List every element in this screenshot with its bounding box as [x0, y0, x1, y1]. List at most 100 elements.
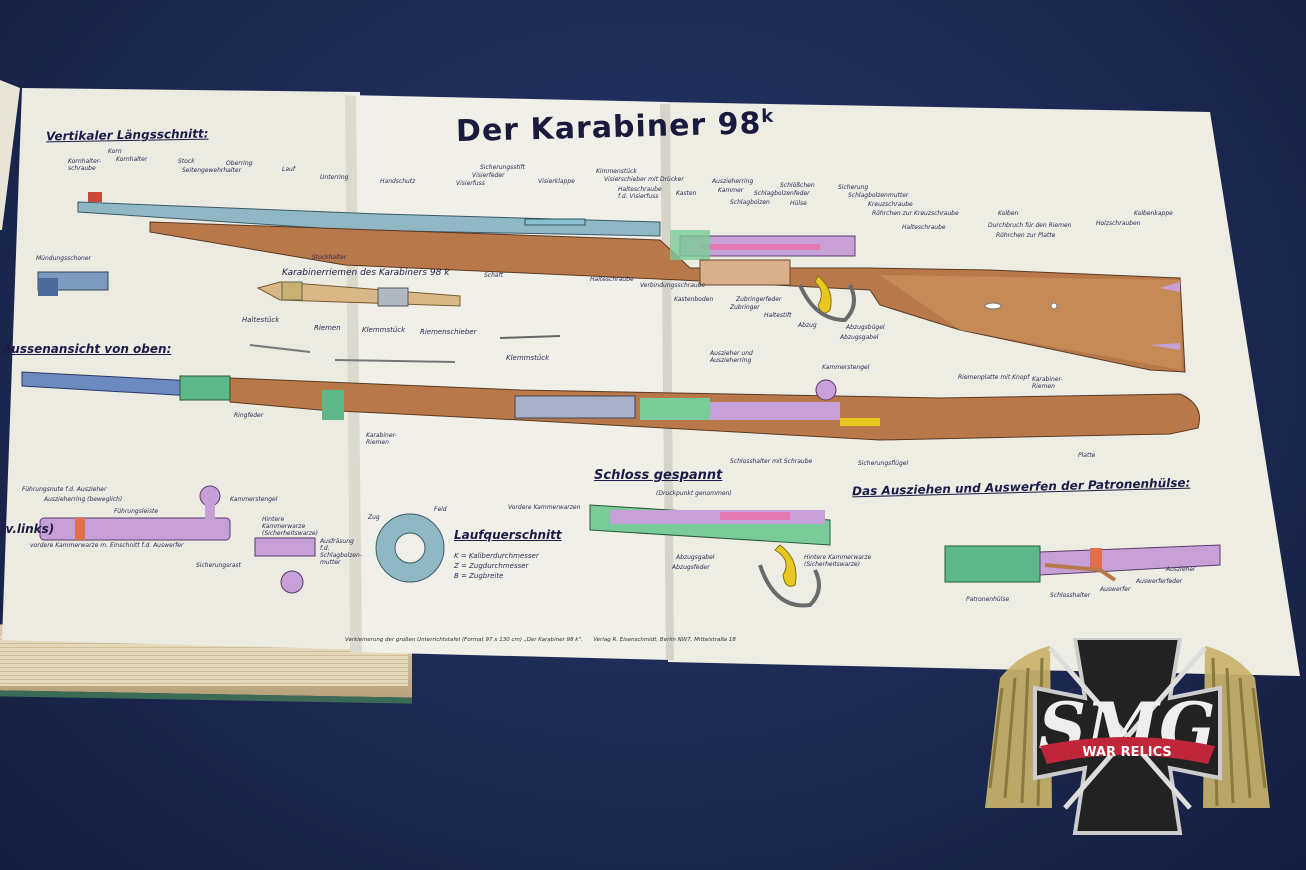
- label-auszieher: Auszieher und Auszieherring: [710, 350, 753, 364]
- label-abzugsgabel: Abzugsgabel: [840, 334, 879, 341]
- barrel-cross-section: [375, 513, 445, 583]
- cocked-bolt-diagram: [589, 504, 831, 608]
- label-roehrchen-kreuz: Röhrchen zur Kreuzschraube: [872, 210, 959, 217]
- label-karabinerriemen: Karabiner-Riemen: [366, 432, 397, 446]
- left-book-page: [0, 80, 20, 230]
- label-visierfeder: Visierfeder: [472, 172, 505, 179]
- label-schloesschen: Schlößchen: [780, 182, 815, 189]
- label-abzugsgabel-2: Abzugsgabel: [676, 554, 715, 561]
- logo-banner-text: WAR RELICS: [1082, 745, 1172, 760]
- label-auszieher-2: Auszieher: [1166, 566, 1196, 573]
- label-ringfeder: Ringfeder: [234, 412, 264, 419]
- label-fuehrungsleiste: Führungsleiste: [114, 508, 159, 515]
- heading-sling: Karabinerriemen des Karabiners 98 k: [282, 268, 450, 278]
- label-visierschieber: Visierschieber mit Drücker: [604, 176, 684, 183]
- label-halteschraube-2: Halteschraube: [590, 276, 634, 283]
- label-schlagbolzenfeder: Schlagbolzenfeder: [754, 190, 810, 197]
- label-durchbruch: Durchbruch für den Riemen: [988, 222, 1072, 229]
- label-korn: Korn: [108, 148, 122, 155]
- label-abzug: Abzug: [798, 322, 817, 329]
- label-visierfuss: Visierfuss: [456, 180, 485, 187]
- label-unterring: Unterring: [320, 174, 349, 181]
- label-schlosshalter-2: Schlosshalter: [1050, 592, 1091, 599]
- label-platte: Platte: [1078, 452, 1096, 459]
- label-schlagbolzenmutter: Schlagbolzenmutter: [848, 192, 909, 199]
- label-haltestift: Haltestift: [764, 312, 792, 319]
- bolt-detail: [39, 485, 316, 594]
- label-auszieherring-bew: Auszieherring (beweglich): [44, 496, 123, 503]
- label-klemmstueck-2: Klemmstück: [506, 354, 550, 362]
- label-riemen: Riemen: [314, 324, 341, 332]
- label-stock: Stock: [178, 158, 195, 165]
- label-riemenschieber: Riemenschieber: [420, 328, 477, 336]
- heading-top-view: Aussenansicht von oben:: [2, 342, 172, 356]
- label-klemmstueck: Klemmstück: [362, 326, 406, 334]
- muzzle-cover: [37, 271, 109, 296]
- label-ausfraesung: Ausfräsung f.d. Schlagbolzen-mutter: [320, 538, 363, 566]
- label-kreuzschraube: Kreuzschraube: [868, 201, 913, 208]
- heading-vertical-section: Vertikaler Längsschnitt:: [45, 126, 209, 144]
- label-auswerferfeder: Auswerferfeder: [1136, 578, 1183, 585]
- label-abzugbuegel: Abzugsbügel: [846, 324, 885, 331]
- label-haltestueck: Haltestück: [242, 316, 280, 324]
- extraction-diagram: [944, 544, 1221, 583]
- rifle-top-view: [21, 371, 1200, 441]
- label-abzugsfeder: Abzugsfeder: [672, 564, 710, 571]
- smg-war-relics-logo: SMG WAR RELICS: [985, 638, 1270, 835]
- label-feld: Feld: [434, 506, 447, 513]
- label-kornhalterschraube: Kornhalter-schraube: [68, 158, 102, 172]
- label-z-definition: Z = Zugdurchmesser: [454, 562, 529, 570]
- label-kimmenstueck: Kimmenstück: [596, 168, 637, 175]
- label-seitengewehrhalter: Seitengewehrhalter: [182, 167, 242, 174]
- label-auszieherring: Auszieherring: [712, 178, 754, 185]
- label-k-definition: K = Kaliberdurchmesser: [454, 552, 539, 560]
- label-kolbenkappe: Kolbenkappe: [1134, 210, 1173, 217]
- label-roehrchen-platte: Röhrchen zur Platte: [996, 232, 1056, 239]
- label-sicherungsrast: Sicherungsrast: [196, 562, 241, 569]
- label-stockhalter: Stockhalter: [312, 254, 347, 261]
- label-kammerstengel-2: Kammerstengel: [230, 496, 278, 503]
- label-vordere-kammerwarzen: Vordere Kammerwarzen: [508, 504, 581, 511]
- label-kastenboden: Kastenboden: [674, 296, 714, 303]
- label-hintere-kammerwarze: Hintere Kammerwarze (Sicherheitswarze): [262, 516, 318, 537]
- label-zug: Zug: [368, 514, 380, 521]
- label-vordere-kammerwarze: vordere Kammerwarze m. Einschnitt f.d. A…: [30, 542, 184, 549]
- rifle-longitudinal-section: [77, 192, 1186, 373]
- heading-barrel-cross-section: Laufquerschnitt: [454, 528, 562, 542]
- label-kasten: Kasten: [676, 190, 697, 197]
- label-sicherungsfluegel: Sicherungsflügel: [858, 460, 909, 467]
- label-zubringerfeder: Zubringerfeder: [736, 296, 782, 303]
- label-muendungsschoner: Mündungsschoner: [36, 255, 91, 262]
- label-sicherungsstift: Sicherungsstift: [480, 164, 525, 171]
- label-halteschraube-visier: Halteschraube f.d. Visierfuss: [618, 186, 662, 200]
- label-zubringer: Zubringer: [730, 304, 760, 311]
- crossed-swords: [1048, 646, 1207, 810]
- label-patronenhuelse: Patronenhülse: [966, 596, 1010, 603]
- label-b-definition: B = Zugbreite: [454, 572, 504, 580]
- label-kammerstengel: Kammerstengel: [822, 364, 870, 371]
- heading-bolt-cocked: Schloss gespannt: [594, 468, 723, 483]
- poster-footer: Verkleinerung der großen Unterrichtstafe…: [345, 637, 736, 643]
- label-lauf: Lauf: [282, 166, 295, 173]
- heading-from-left: (v.links): [0, 522, 55, 536]
- label-huelse: Hülse: [790, 200, 807, 207]
- label-kammer: Kammer: [718, 187, 744, 194]
- label-halteschraube: Halteschraube: [902, 224, 946, 231]
- label-visierklappe: Visierklappe: [538, 178, 575, 185]
- label-schlosshalter: Schlosshalter mit Schraube: [730, 458, 813, 465]
- label-hintere-kammerwarze-2: Hintere Kammerwarze (Sicherheitswarze): [804, 554, 872, 568]
- paper-panel-right: [662, 102, 1300, 676]
- label-auswerfer: Auswerfer: [1100, 586, 1131, 593]
- label-schlagbolzen: Schlagbolzen: [730, 199, 770, 206]
- label-oberring: Oberring: [226, 160, 253, 167]
- label-riemenplatte: Riemenplatte mit Knopf: [958, 374, 1030, 381]
- label-kolben: Kolben: [998, 210, 1019, 217]
- label-handschutz: Handschutz: [380, 178, 416, 185]
- logo-banner-ribbon: [1040, 737, 1215, 764]
- label-karabinerriemen-2: Karabiner-Riemen: [1032, 376, 1063, 390]
- label-fuehrungsnute: Führungsnute f.d. Auszieher: [22, 486, 107, 493]
- label-kornhalter: Kornhalter: [116, 156, 148, 163]
- label-holzschrauben: Holzschrauben: [1096, 220, 1141, 227]
- label-verbindungsschraube: Verbindungsschraube: [640, 282, 706, 289]
